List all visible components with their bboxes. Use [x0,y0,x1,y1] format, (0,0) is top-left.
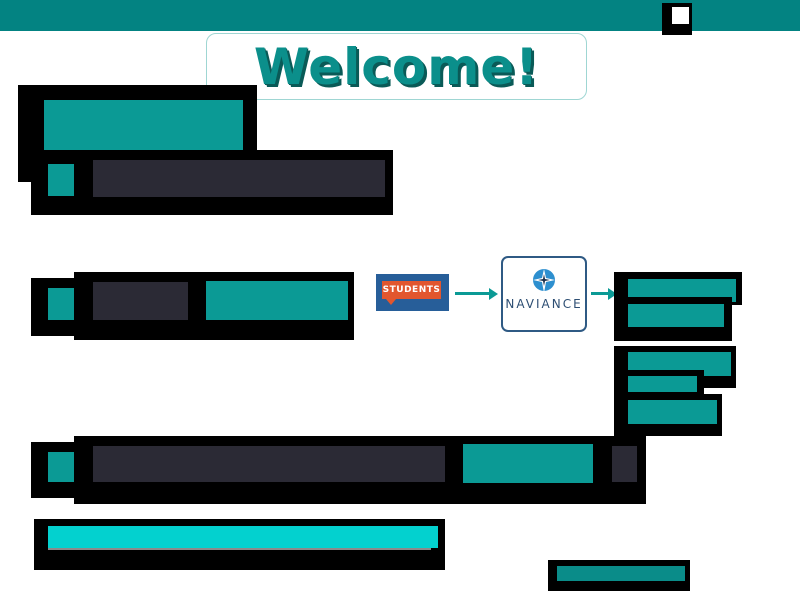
right-item-5[interactable] [628,400,717,424]
row-icon-3[interactable] [48,452,76,482]
arrow-head-icon-2 [608,288,617,300]
row-bar-2b[interactable] [206,281,348,320]
row-separator-2 [188,272,206,330]
page-title: Welcome! [253,37,540,96]
arrow-right-icon-2 [591,292,609,295]
right-item-2[interactable] [628,304,724,327]
row-bar-3a[interactable] [93,446,445,482]
row-icon-1[interactable] [48,164,76,196]
cyan-bar-underline [48,548,431,550]
arrow-head-icon [489,288,498,300]
compass-star-icon [533,269,555,293]
right-item-1[interactable] [628,279,736,302]
cyan-bar[interactable] [48,526,438,548]
row-bar-3b[interactable] [463,444,593,483]
naviance-label: NAVIANCE [505,297,583,311]
row-bar-1[interactable] [93,160,385,197]
bottom-button[interactable] [557,566,685,581]
row-icon-2[interactable] [48,288,76,320]
speech-bubble-icon [386,299,396,305]
title-block-1[interactable] [44,100,243,150]
square-icon [672,7,689,24]
welcome-banner [206,33,587,100]
right-item-4[interactable] [628,376,697,392]
naviance-logo[interactable] [501,256,587,332]
arrow-right-icon [455,292,490,295]
students-label: STUDENTS [382,281,441,299]
row-bar-2a[interactable] [93,282,188,320]
row-bar-3c[interactable] [612,446,637,482]
